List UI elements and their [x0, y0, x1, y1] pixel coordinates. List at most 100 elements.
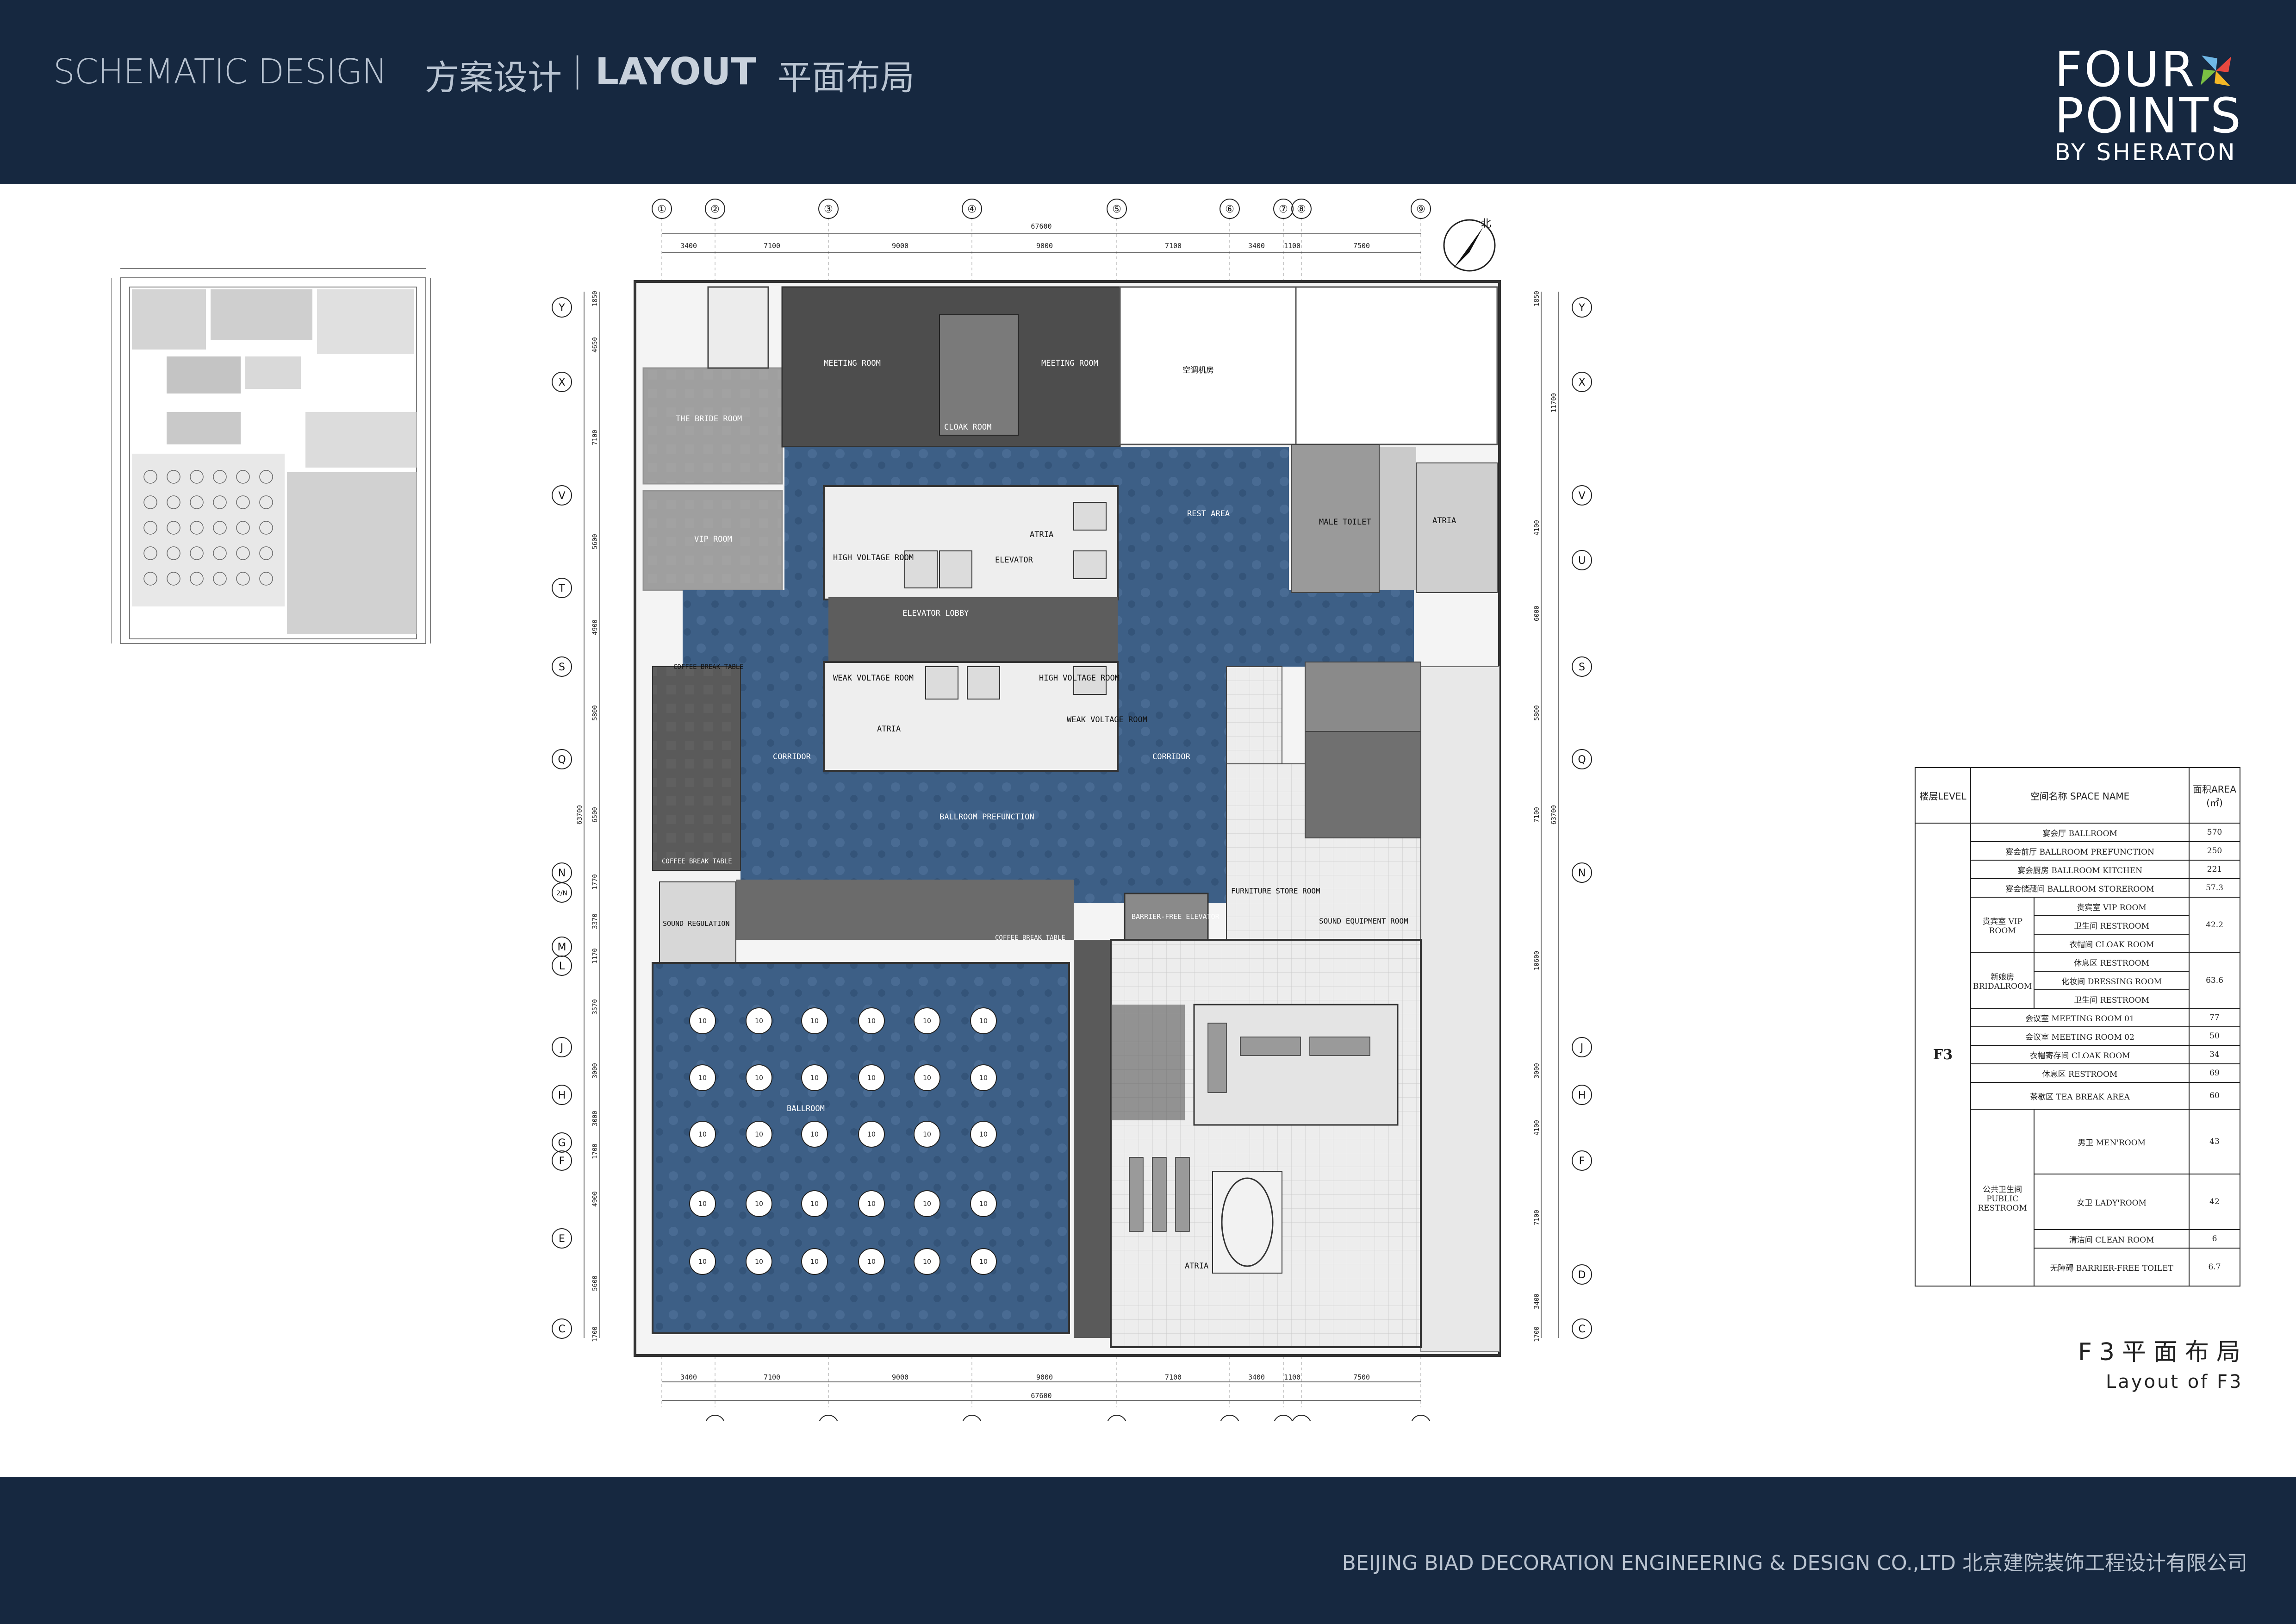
dimension-right: 4100	[1533, 1120, 1541, 1136]
axis-label-bottom: ②	[710, 1420, 720, 1421]
key-plan-drawing	[111, 268, 431, 644]
logo-line3: BY SHERATON	[2054, 139, 2237, 166]
dimension-top: 7100	[764, 242, 780, 250]
label-coffee-break-2: COFFEE BREAK TABLE	[662, 858, 732, 865]
legend-space-name: 卫生间 RESTROOM	[2034, 915, 2190, 935]
overall-height-left: 63700	[576, 805, 584, 824]
dimension-bottom: 9000	[1036, 1373, 1053, 1381]
dimension-left: 3000	[591, 1063, 599, 1079]
table-seat-count: 10	[755, 1200, 763, 1208]
axis-label-top: ⑥	[1225, 204, 1234, 215]
plan-caption-cn: F3平面布局	[2078, 1338, 2248, 1366]
axis-label-left: M	[558, 942, 566, 953]
legend-space-name: 化妆间 DRESSING ROOM	[2034, 971, 2190, 990]
label-cloak-room: CLOAK ROOM	[944, 423, 991, 432]
dimension-right: 10600	[1533, 951, 1541, 970]
dimension-left: 4900	[591, 1191, 599, 1207]
axis-label-left: N	[558, 868, 566, 879]
legend-area: 63.6	[2189, 952, 2240, 1009]
table-seat-count: 10	[698, 1018, 707, 1025]
dimension-left: 1850	[591, 291, 599, 306]
dimension-top: 3400	[680, 242, 697, 250]
label-ballroom: BALLROOM	[787, 1104, 825, 1113]
label-male-toilet: MALE TOILET	[1319, 518, 1371, 527]
label-bride-room: THE BRIDE ROOM	[676, 414, 742, 424]
legend-area: 221	[2189, 860, 2240, 879]
label-high-voltage-1: HIGH VOLTAGE ROOM	[833, 553, 914, 562]
dimension-left: 3370	[591, 913, 599, 929]
table-seat-count: 10	[698, 1131, 707, 1138]
dimension-bottom: 3400	[680, 1373, 697, 1381]
axis-label-bottom: ③	[824, 1420, 833, 1421]
legend-space-name: 贵宾室 VIP ROOM	[2034, 897, 2190, 916]
dimension-left: 5600	[591, 1275, 599, 1291]
dimension-bottom: 7100	[764, 1373, 780, 1381]
legend-space-name: 宴会储藏间 BALLROOM STOREROOM	[1970, 878, 2190, 898]
table-seat-count: 10	[867, 1018, 876, 1025]
label-atria-3: ATRIA	[1432, 516, 1456, 525]
dimension-left: 1700	[591, 1143, 599, 1159]
dimension-left: 6500	[591, 807, 599, 823]
legend-group: 公共卫生间 PUBLIC RESTROOM	[1970, 1109, 2035, 1287]
table-seat-count: 10	[810, 1131, 819, 1138]
floor-plan: 10 10 10 10 10 10 10 10 10 10 10 10 10 1…	[532, 194, 1620, 1435]
title-separator: |	[572, 50, 583, 90]
legend-col-level: 楼层LEVEL	[1915, 767, 1971, 824]
legend-group: 贵宾室 VIP ROOM	[1970, 897, 2035, 953]
label-elevator: ELEVATOR	[995, 556, 1033, 565]
legend-space-name: 清洁间 CLEAN ROOM	[2034, 1229, 2190, 1249]
dimension-bottom: 1100	[1284, 1373, 1300, 1381]
north-label: 北	[1481, 218, 1491, 230]
axis-label-left: V	[558, 490, 565, 502]
axis-label-right: F	[1579, 1156, 1585, 1167]
label-prefunction: BALLROOM PREFUNCTION	[940, 812, 1034, 822]
dimension-top: 3400	[1248, 242, 1265, 250]
label-rest-area: REST AREA	[1187, 509, 1230, 518]
label-elevator-lobby: ELEVATOR LOBBY	[902, 609, 969, 618]
legend-area: 43	[2189, 1109, 2240, 1174]
label-weak-voltage-1: WEAK VOLTAGE ROOM	[833, 674, 914, 683]
dimension-left: 4900	[591, 619, 599, 635]
label-air-room: 空调机房	[1182, 366, 1214, 375]
legend-space-name: 宴会前厅 BALLROOM PREFUNCTION	[1970, 841, 2190, 861]
dimension-right: 7100	[1533, 807, 1541, 823]
legend-area: 77	[2189, 1008, 2240, 1027]
axis-label-right: C	[1578, 1324, 1585, 1335]
axis-label-right: X	[1578, 377, 1585, 388]
label-corridor-2: CORRIDOR	[1152, 752, 1191, 762]
axis-label-top: ④	[967, 204, 977, 215]
axis-label-bottom: ④	[967, 1420, 977, 1421]
logo-line2: POINTS	[2054, 87, 2243, 144]
table-seat-count: 10	[698, 1258, 707, 1266]
dimension-bottom: 9000	[892, 1373, 908, 1381]
label-atria-2: ATRIA	[877, 725, 901, 734]
dimension-bottom: 7100	[1165, 1373, 1182, 1381]
footer-bar	[0, 1477, 2296, 1624]
layout-title-cn: 平面布局	[778, 58, 915, 98]
axis-label-left: J	[560, 1042, 564, 1054]
table-seat-count: 10	[867, 1131, 876, 1138]
area-legend-table: 楼层LEVEL 空间名称 SPACE NAME 面积AREA (㎡) F3 宴会…	[1915, 767, 2240, 1287]
axis-label-left: X	[558, 377, 565, 388]
axis-label-right: U	[1578, 555, 1586, 567]
axis-label-top: ⑧	[1297, 204, 1306, 215]
table-seat-count: 10	[979, 1018, 988, 1025]
dimension-left: 5800	[591, 705, 599, 721]
legend-space-name: 茶歇区 TEA BREAK AREA	[1970, 1082, 2190, 1110]
table-seat-count: 10	[923, 1258, 931, 1266]
axis-label-left: F	[559, 1156, 565, 1167]
north-arrow-icon: 北	[1443, 218, 1496, 272]
table-seat-count: 10	[755, 1258, 763, 1266]
dimension-left: 1700	[591, 1326, 599, 1342]
table-seat-count: 10	[755, 1018, 763, 1025]
legend-space-name: 宴会厨房 BALLROOM KITCHEN	[1970, 860, 2190, 879]
axis-label-right: N	[1578, 868, 1586, 879]
legend-col-space: 空间名称 SPACE NAME	[1970, 767, 2190, 824]
dimension-top: 7100	[1165, 242, 1182, 250]
label-sound-equipment: SOUND EQUIPMENT ROOM	[1319, 917, 1408, 925]
key-plan-thumbnail	[111, 259, 435, 653]
logo-line1: FOUR	[2054, 41, 2196, 98]
table-seat-count: 10	[810, 1258, 819, 1266]
dimension-right: 7100	[1533, 1210, 1541, 1225]
legend-area: 57.3	[2189, 878, 2240, 898]
